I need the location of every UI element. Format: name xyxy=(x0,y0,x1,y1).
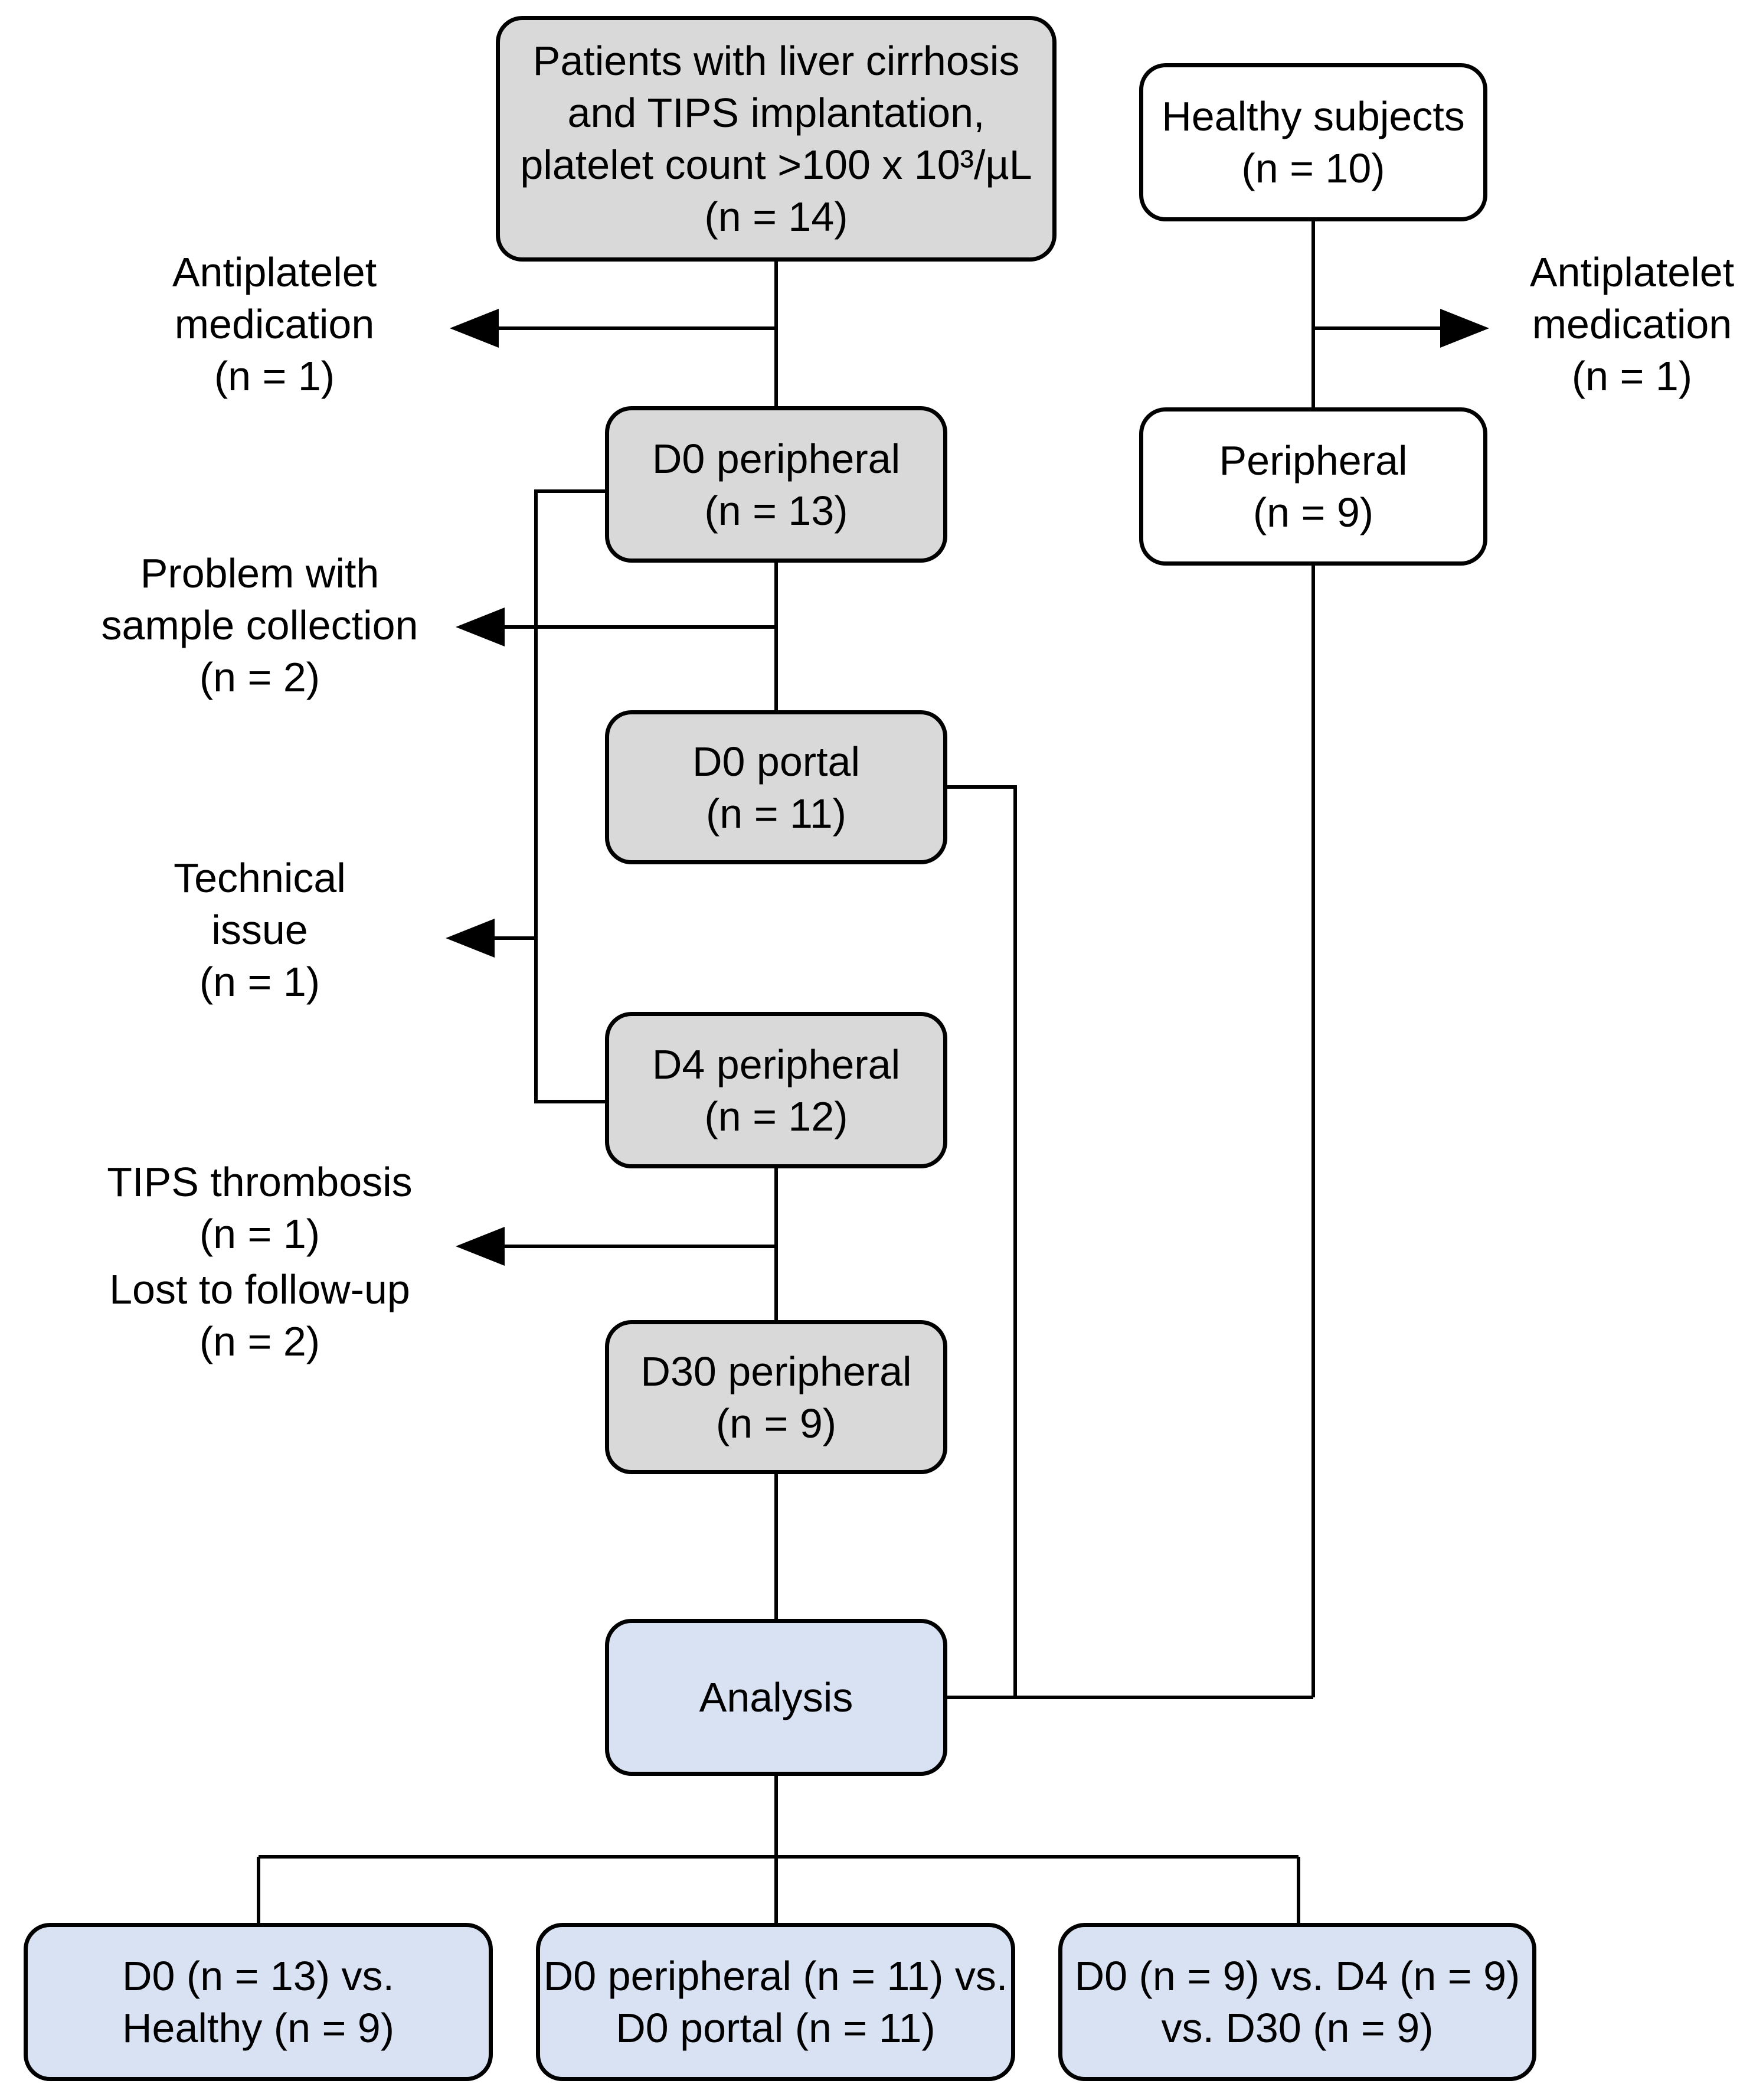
node-peripheral-healthy-line2: (n = 9) xyxy=(1252,489,1374,535)
node-healthy-subjects: Healthy subjects (n = 10) xyxy=(1139,63,1487,221)
exclusion-antiplatelet-left-line2: medication xyxy=(174,301,375,347)
node-analysis-line1: Analysis xyxy=(699,1674,853,1720)
arrowhead-left-icon xyxy=(446,919,495,958)
node-d30-peripheral: D30 peripheral (n = 9) xyxy=(605,1320,947,1474)
node-d0-portal: D0 portal (n = 11) xyxy=(605,710,947,864)
exclusion-arrow-sample-collection xyxy=(456,608,776,646)
node-d0-portal-line2: (n = 11) xyxy=(706,790,846,837)
exclusion-antiplatelet-left-line1: Antiplatelet xyxy=(172,249,377,295)
node-comparison-timepoints-line1: D0 (n = 9) vs. D4 (n = 9) xyxy=(1074,1953,1520,1999)
node-d30-peripheral-line1: D30 peripheral xyxy=(640,1348,912,1394)
exclusion-tips-thrombosis-line2: (n = 1) xyxy=(199,1211,320,1257)
arrowhead-left-icon xyxy=(456,608,505,646)
node-peripheral-healthy: Peripheral (n = 9) xyxy=(1139,407,1487,566)
node-patients-line4: (n = 14) xyxy=(704,194,848,240)
connector-d0-peripheral-to-d4-peripheral xyxy=(534,489,605,1103)
exclusion-lost-followup-line1: Lost to follow-up xyxy=(109,1266,410,1312)
exclusion-label-antiplatelet-left: Antiplatelet medication (n = 1) xyxy=(86,246,463,402)
exclusion-antiplatelet-right-line1: Antiplatelet xyxy=(1529,249,1735,295)
exclusion-tips-thrombosis-line1: TIPS thrombosis xyxy=(107,1159,413,1205)
exclusion-label-sample-collection: Problem with sample collection (n = 2) xyxy=(71,547,449,703)
exclusion-technical-issue-line2: issue xyxy=(211,907,308,953)
exclusion-sample-collection-line2: sample collection xyxy=(101,602,418,648)
exclusion-technical-issue-line1: Technical xyxy=(174,855,346,901)
node-d4-peripheral-line2: (n = 12) xyxy=(704,1093,848,1139)
node-comparison-portal-line1: D0 peripheral (n = 11) vs. xyxy=(543,1953,1008,1999)
exclusion-arrow-technical-issue xyxy=(446,919,536,958)
node-comparison-healthy-line2: Healthy (n = 9) xyxy=(122,2005,395,2051)
exclusion-sample-collection-line1: Problem with xyxy=(140,550,380,596)
exclusion-label-tips-thrombosis: TIPS thrombosis (n = 1) xyxy=(71,1156,449,1260)
node-d4-peripheral-line1: D4 peripheral xyxy=(652,1041,901,1087)
node-d4-peripheral: D4 peripheral (n = 12) xyxy=(605,1012,947,1168)
node-healthy-line1: Healthy subjects xyxy=(1162,93,1465,139)
node-comparison-portal-line2: D0 portal (n = 11) xyxy=(616,2005,936,2051)
exclusion-antiplatelet-right-line3: (n = 1) xyxy=(1571,353,1693,399)
node-patients-line2: and TIPS implantation, xyxy=(567,90,985,136)
node-d30-peripheral-line2: (n = 9) xyxy=(715,1400,837,1446)
node-d0-peripheral-line1: D0 peripheral xyxy=(652,435,901,482)
node-patients-line3: platelet count >100 x 10³/µL xyxy=(520,142,1032,188)
node-comparison-timepoints: D0 (n = 9) vs. D4 (n = 9) vs. D30 (n = 9… xyxy=(1058,1923,1536,2081)
exclusion-arrow-tips-lost xyxy=(456,1227,776,1266)
exclusion-label-antiplatelet-right: Antiplatelet medication (n = 1) xyxy=(1443,246,1740,402)
node-comparison-timepoints-line2: vs. D30 (n = 9) xyxy=(1161,2005,1434,2051)
node-d0-portal-line1: D0 portal xyxy=(692,738,861,785)
exclusion-arrow-antiplatelet-left xyxy=(450,309,776,348)
exclusion-sample-collection-line3: (n = 2) xyxy=(199,654,320,700)
arrowhead-left-icon xyxy=(450,309,499,348)
exclusion-antiplatelet-right-line2: medication xyxy=(1532,301,1732,347)
node-comparison-portal: D0 peripheral (n = 11) vs. D0 portal (n … xyxy=(536,1923,1015,2081)
arrowhead-left-icon xyxy=(456,1227,505,1266)
exclusion-label-lost-followup: Lost to follow-up (n = 2) xyxy=(71,1263,449,1367)
node-d0-peripheral-line2: (n = 13) xyxy=(704,487,848,534)
exclusion-lost-followup-line2: (n = 2) xyxy=(199,1318,320,1364)
arrowhead-right-icon xyxy=(1440,309,1489,348)
exclusion-antiplatelet-left-line3: (n = 1) xyxy=(214,353,335,399)
node-healthy-line2: (n = 10) xyxy=(1241,145,1385,191)
exclusion-technical-issue-line3: (n = 1) xyxy=(199,959,320,1005)
node-d0-peripheral: D0 peripheral (n = 13) xyxy=(605,406,947,563)
node-comparison-healthy-line1: D0 (n = 13) vs. xyxy=(122,1953,394,1999)
exclusion-arrow-antiplatelet-right xyxy=(1313,309,1489,348)
node-comparison-healthy: D0 (n = 13) vs. Healthy (n = 9) xyxy=(24,1923,493,2081)
node-patients: Patients with liver cirrhosis and TIPS i… xyxy=(496,16,1057,262)
node-patients-line1: Patients with liver cirrhosis xyxy=(532,38,1020,84)
node-peripheral-healthy-line1: Peripheral xyxy=(1219,437,1408,484)
connector-d0-portal-to-analysis xyxy=(947,785,1017,1697)
exclusion-label-technical-issue: Technical issue (n = 1) xyxy=(71,852,449,1008)
node-analysis: Analysis xyxy=(605,1619,947,1776)
